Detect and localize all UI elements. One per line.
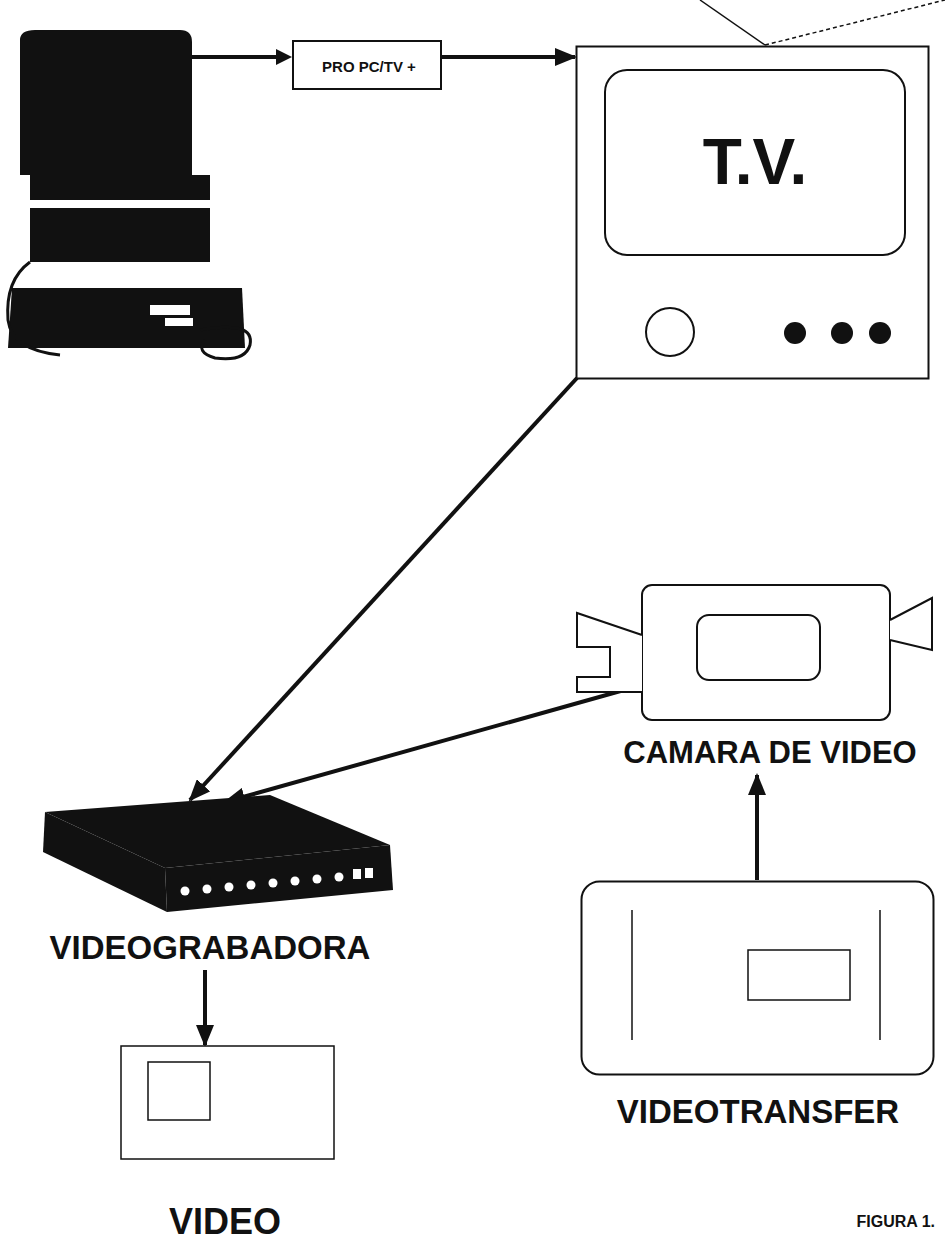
antenna xyxy=(765,0,945,45)
process-box: PRO PC/TV + xyxy=(292,40,442,90)
device-label: VIDEOGRABADORA xyxy=(50,930,371,966)
arrow-connector xyxy=(225,685,642,802)
arrow-connector xyxy=(755,775,759,880)
arrow-connector xyxy=(203,970,207,1045)
tv-set: T.V. xyxy=(575,45,930,380)
device-label: CAMARA DE VIDEO xyxy=(623,736,916,770)
computer-illustration xyxy=(8,30,292,359)
screen-label: T.V. xyxy=(703,127,807,197)
device-label: VIDEO xyxy=(169,1202,281,1242)
video-transfer: VIDEOTRANSFER xyxy=(580,880,935,1130)
arrow-connector xyxy=(190,378,577,800)
video-output: VIDEO xyxy=(120,1045,335,1240)
antenna xyxy=(700,0,765,45)
arrow-connector xyxy=(442,55,575,59)
video-recorder: VIDEOGRABADORA xyxy=(35,790,405,970)
tv-set-shape xyxy=(575,45,930,380)
box-label: PRO PC/TV + xyxy=(322,59,416,76)
video-transfer-shape xyxy=(580,880,935,1130)
figure-caption: FIGURA 1. xyxy=(856,1213,935,1231)
video-camera: CAMARA DE VIDEO xyxy=(572,585,940,775)
device-label: VIDEOTRANSFER xyxy=(617,1094,899,1130)
